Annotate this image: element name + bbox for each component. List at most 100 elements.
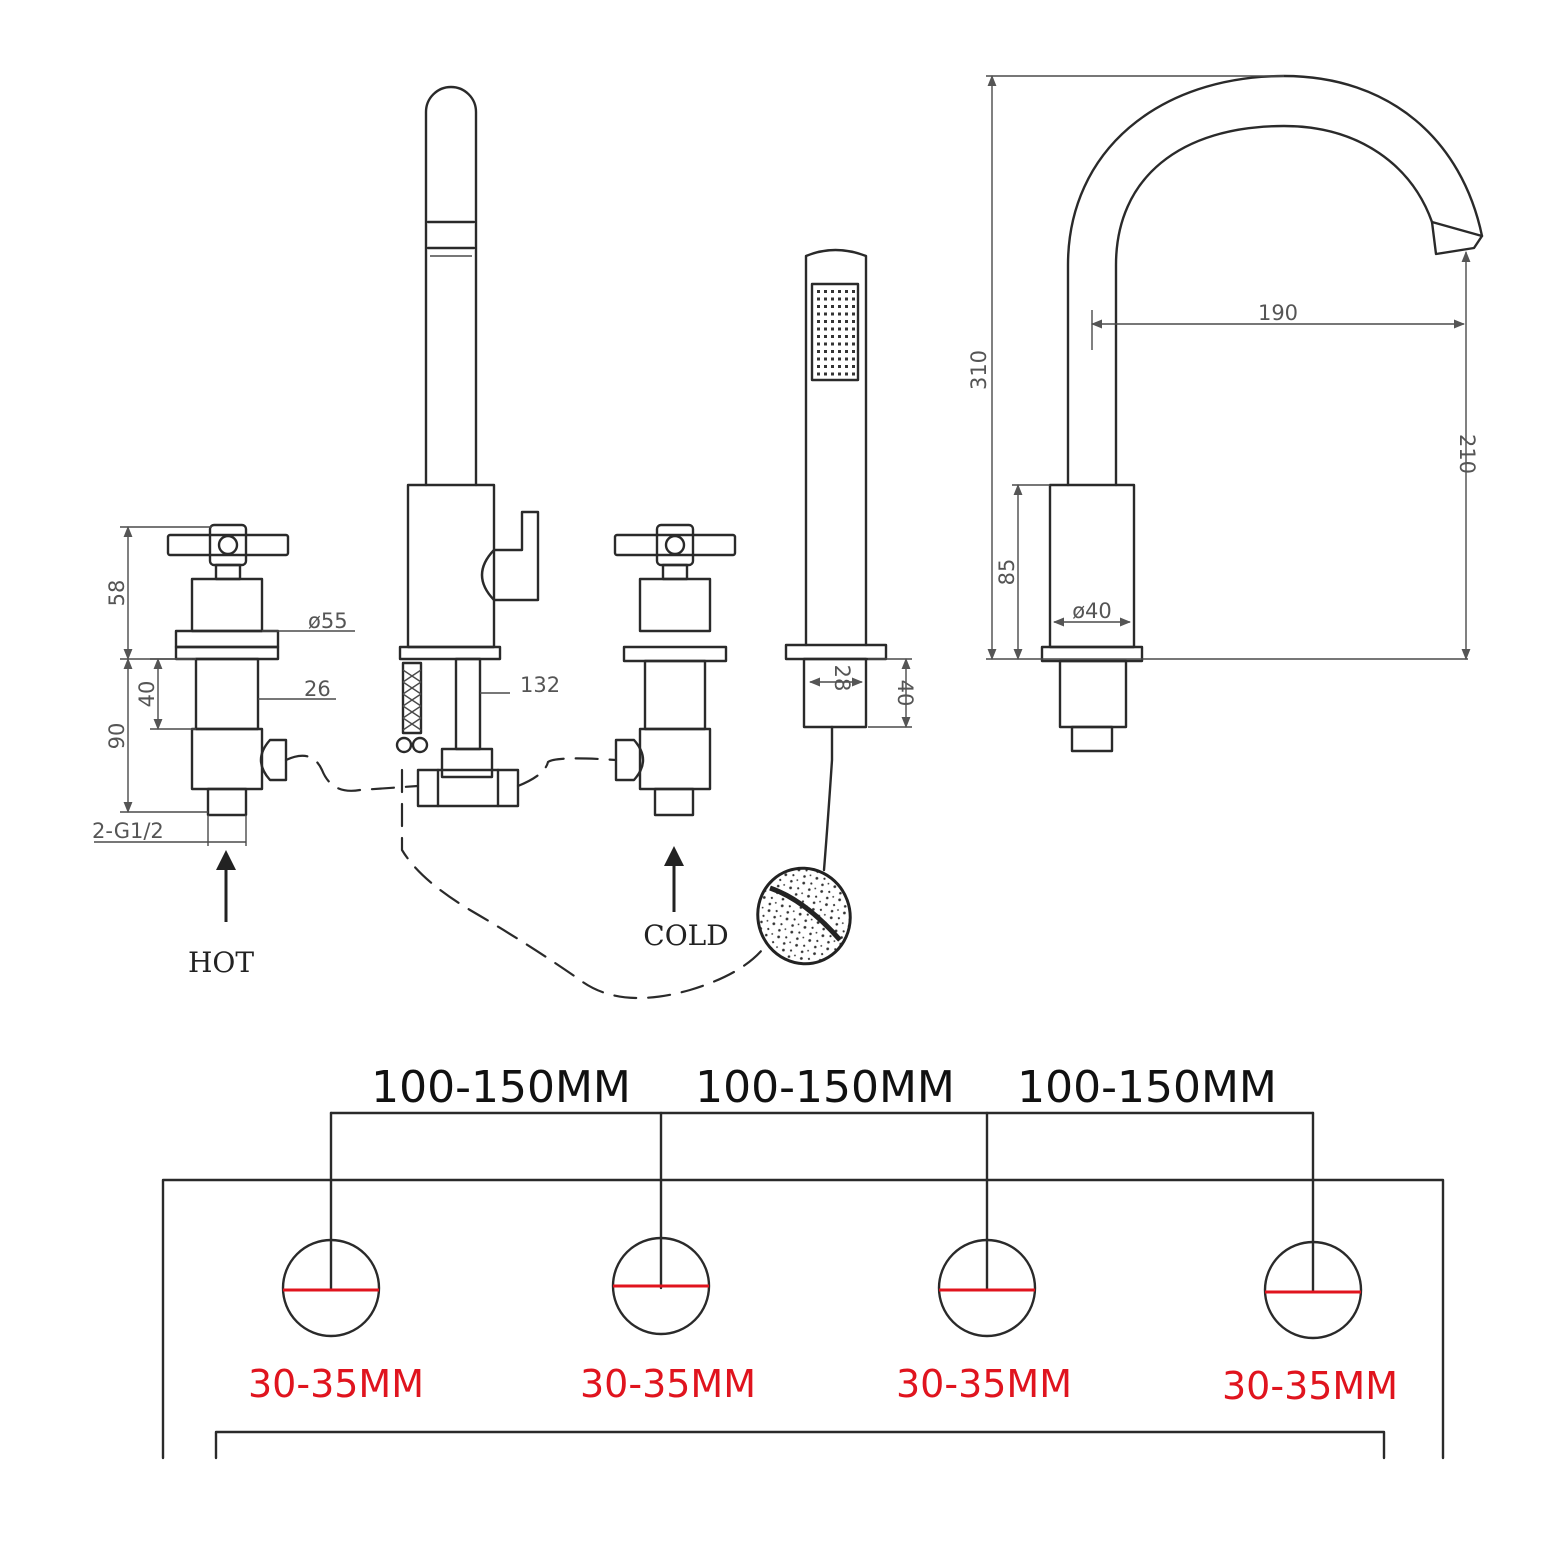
shower-nozzle xyxy=(852,305,855,308)
hot-handle-screw xyxy=(217,534,239,556)
shower-nozzle xyxy=(845,290,848,293)
shower-nozzle xyxy=(845,342,848,346)
shower-nozzle xyxy=(831,290,834,293)
shower-nozzle xyxy=(824,335,827,338)
diverter-body xyxy=(406,483,496,649)
shower-nozzle xyxy=(838,372,841,376)
shower-nozzle xyxy=(817,372,820,376)
hot-flange-bottom xyxy=(174,645,280,661)
dim-hose-132: 132 xyxy=(520,673,560,697)
diverter-lever xyxy=(480,510,540,602)
side-view-dimensions: 310 85 190 210 ø40 xyxy=(967,74,1479,661)
shower-nozzle xyxy=(824,297,827,301)
hot-inlet-nut xyxy=(206,787,248,817)
shower-nozzle xyxy=(824,305,827,308)
spout-shank xyxy=(1058,659,1128,729)
cold-handle-hub xyxy=(655,523,695,567)
shower-nozzle xyxy=(817,297,820,301)
bath-inner-rim xyxy=(214,1430,1386,1460)
shower-nozzle xyxy=(817,320,820,323)
shower-nozzle xyxy=(845,372,848,376)
shower-nozzle xyxy=(831,327,834,331)
shower-nozzle xyxy=(852,327,855,331)
shower-nozzle xyxy=(852,290,855,293)
hot-handle-neck xyxy=(214,563,242,581)
tall-spout: 132 xyxy=(395,85,560,808)
hot-shank xyxy=(194,657,260,731)
cold-handle-screw xyxy=(664,534,686,556)
shower-nozzle xyxy=(845,305,848,308)
shower-nozzle xyxy=(852,350,855,353)
shower-nozzle xyxy=(831,357,834,361)
dim-shower-40: 40 xyxy=(893,680,917,707)
shower-nozzles xyxy=(817,290,855,376)
shower-nozzle xyxy=(852,297,855,301)
shower-nozzle xyxy=(838,305,841,308)
shower-nozzle xyxy=(838,350,841,353)
shower-nozzle xyxy=(852,372,855,376)
shower-nozzle xyxy=(852,342,855,346)
dim-thread: 2-G1/2 xyxy=(92,819,164,843)
hole-3: 30-35MM xyxy=(896,1111,1072,1406)
shower-nozzle xyxy=(831,305,834,308)
shower-nozzle xyxy=(852,335,855,338)
shower-nozzle xyxy=(845,350,848,353)
shower-nozzle xyxy=(838,365,841,368)
tee-body xyxy=(416,768,520,808)
hole-4-circle xyxy=(1263,1240,1363,1340)
dim-valve-58: 58 xyxy=(105,580,129,607)
diverter-shank xyxy=(454,657,482,751)
shower-head-face xyxy=(810,282,860,382)
shower-nozzle xyxy=(845,365,848,368)
shower-hose xyxy=(822,725,834,872)
shower-nozzle xyxy=(838,290,841,293)
shower-nozzle xyxy=(838,297,841,301)
shower-nozzle xyxy=(817,327,820,331)
shower-nozzle xyxy=(831,312,834,316)
shower-nozzle xyxy=(831,297,834,301)
shower-nozzle xyxy=(817,357,820,361)
cold-arrow-head-icon xyxy=(664,846,684,866)
shower-nozzle xyxy=(831,365,834,368)
dim-spout-190: 190 xyxy=(1258,301,1298,325)
hot-valve xyxy=(166,523,290,817)
hole-3-label: 30-35MM xyxy=(896,1362,1072,1406)
dim-valve-d55: ø55 xyxy=(308,609,348,633)
shower-nozzle xyxy=(824,290,827,293)
hole-2-label: 30-35MM xyxy=(580,1362,756,1406)
shower-nozzle xyxy=(845,327,848,331)
shower-nozzle xyxy=(838,312,841,316)
shower-nozzle xyxy=(817,312,820,316)
shower-nozzle xyxy=(838,327,841,331)
hot-cross-handle xyxy=(166,533,290,557)
shower-holder-flange xyxy=(784,643,888,661)
installation-plan: 100-150MM 100-150MM 100-150MM 30-35MM 30… xyxy=(161,1062,1445,1460)
shower-nozzle xyxy=(817,365,820,368)
tee-top xyxy=(440,747,494,779)
shower-nozzle xyxy=(824,320,827,323)
hot-outlet xyxy=(259,738,288,782)
shower-nozzle xyxy=(852,320,855,323)
shower-nozzle xyxy=(824,327,827,331)
hot-valve-block xyxy=(190,727,264,791)
shower-nozzle xyxy=(817,350,820,353)
hand-shower-handle xyxy=(804,248,868,647)
hot-valve-dimensions: 58 90 40 ø55 26 2-G1/2 xyxy=(92,525,355,846)
connection-paths xyxy=(284,754,764,1000)
hole-4-label: 30-35MM xyxy=(1222,1364,1398,1408)
shower-nozzle xyxy=(852,312,855,316)
shower-nozzle xyxy=(817,290,820,293)
shower-nozzle xyxy=(824,357,827,361)
dim-shower-28: 28 xyxy=(830,665,854,692)
cold-flange xyxy=(622,645,728,663)
hole-1: 30-35MM xyxy=(248,1111,424,1406)
cold-outlet xyxy=(614,738,645,782)
shower-nozzle xyxy=(831,335,834,338)
shower-nozzle xyxy=(824,372,827,376)
shower-nozzle xyxy=(845,297,848,301)
shower-holder-shank xyxy=(802,657,868,729)
shower-nozzle xyxy=(817,335,820,338)
cold-cross-handle xyxy=(613,533,737,557)
